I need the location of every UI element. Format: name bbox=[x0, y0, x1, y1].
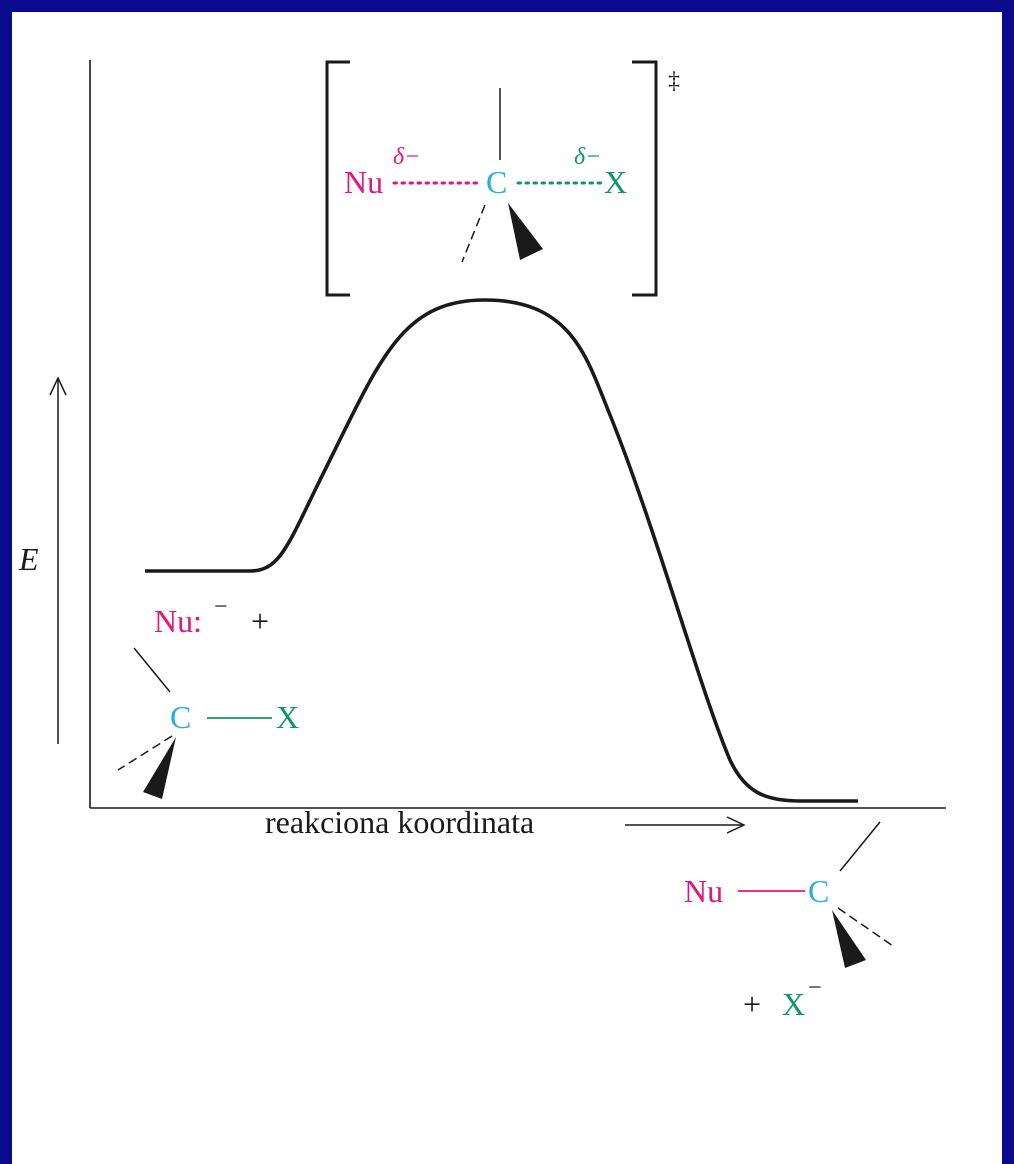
product-hashed-bond bbox=[837, 907, 894, 947]
product-leaving-group-label: X bbox=[782, 986, 805, 1022]
slide-canvas: E reakciona koordinata ‡ Nu δ− C δ− X Nu… bbox=[12, 12, 1002, 1164]
sn2-energy-diagram: E reakciona koordinata ‡ Nu δ− C δ− X Nu… bbox=[18, 60, 946, 1022]
energy-arrow-icon bbox=[49, 376, 67, 744]
reactant-wedge-bond bbox=[143, 737, 176, 799]
ts-wedge-bond bbox=[508, 203, 543, 260]
product-bond-up bbox=[839, 821, 881, 872]
ts-nu-partial-charge: δ− bbox=[393, 144, 420, 170]
reactant-nucleophile-charge: − bbox=[214, 594, 228, 620]
reactant-bond-up bbox=[133, 647, 171, 693]
reaction-coordinate-arrow-icon bbox=[625, 816, 746, 834]
reactant-x-label: X bbox=[276, 699, 299, 735]
product-wedge-bond bbox=[832, 910, 866, 968]
reactant-nucleophile-label: Nu: bbox=[154, 603, 202, 639]
reactant-carbon-label: C bbox=[170, 699, 191, 735]
ts-hashed-bond bbox=[461, 204, 486, 263]
reactant-hashed-bond bbox=[117, 735, 173, 771]
transition-state-dagger: ‡ bbox=[668, 68, 680, 94]
ts-x-partial-charge: δ− bbox=[574, 144, 601, 170]
product-carbon-label: C bbox=[808, 873, 829, 909]
product-nucleophile-label: Nu bbox=[684, 873, 723, 909]
x-axis-label: reakciona koordinata bbox=[265, 804, 534, 840]
product-plus-sign: + bbox=[743, 986, 761, 1022]
reactant-plus-sign: + bbox=[251, 603, 269, 639]
transition-state-bracket-left bbox=[325, 60, 350, 297]
ts-nu-label: Nu bbox=[344, 164, 383, 200]
transition-state-bracket-right bbox=[632, 60, 658, 297]
energy-profile-curve bbox=[145, 298, 858, 803]
product-leaving-group-charge: − bbox=[808, 975, 822, 1001]
y-axis-label: E bbox=[18, 541, 39, 577]
ts-x-label: X bbox=[604, 164, 627, 200]
ts-carbon-label: C bbox=[486, 164, 507, 200]
